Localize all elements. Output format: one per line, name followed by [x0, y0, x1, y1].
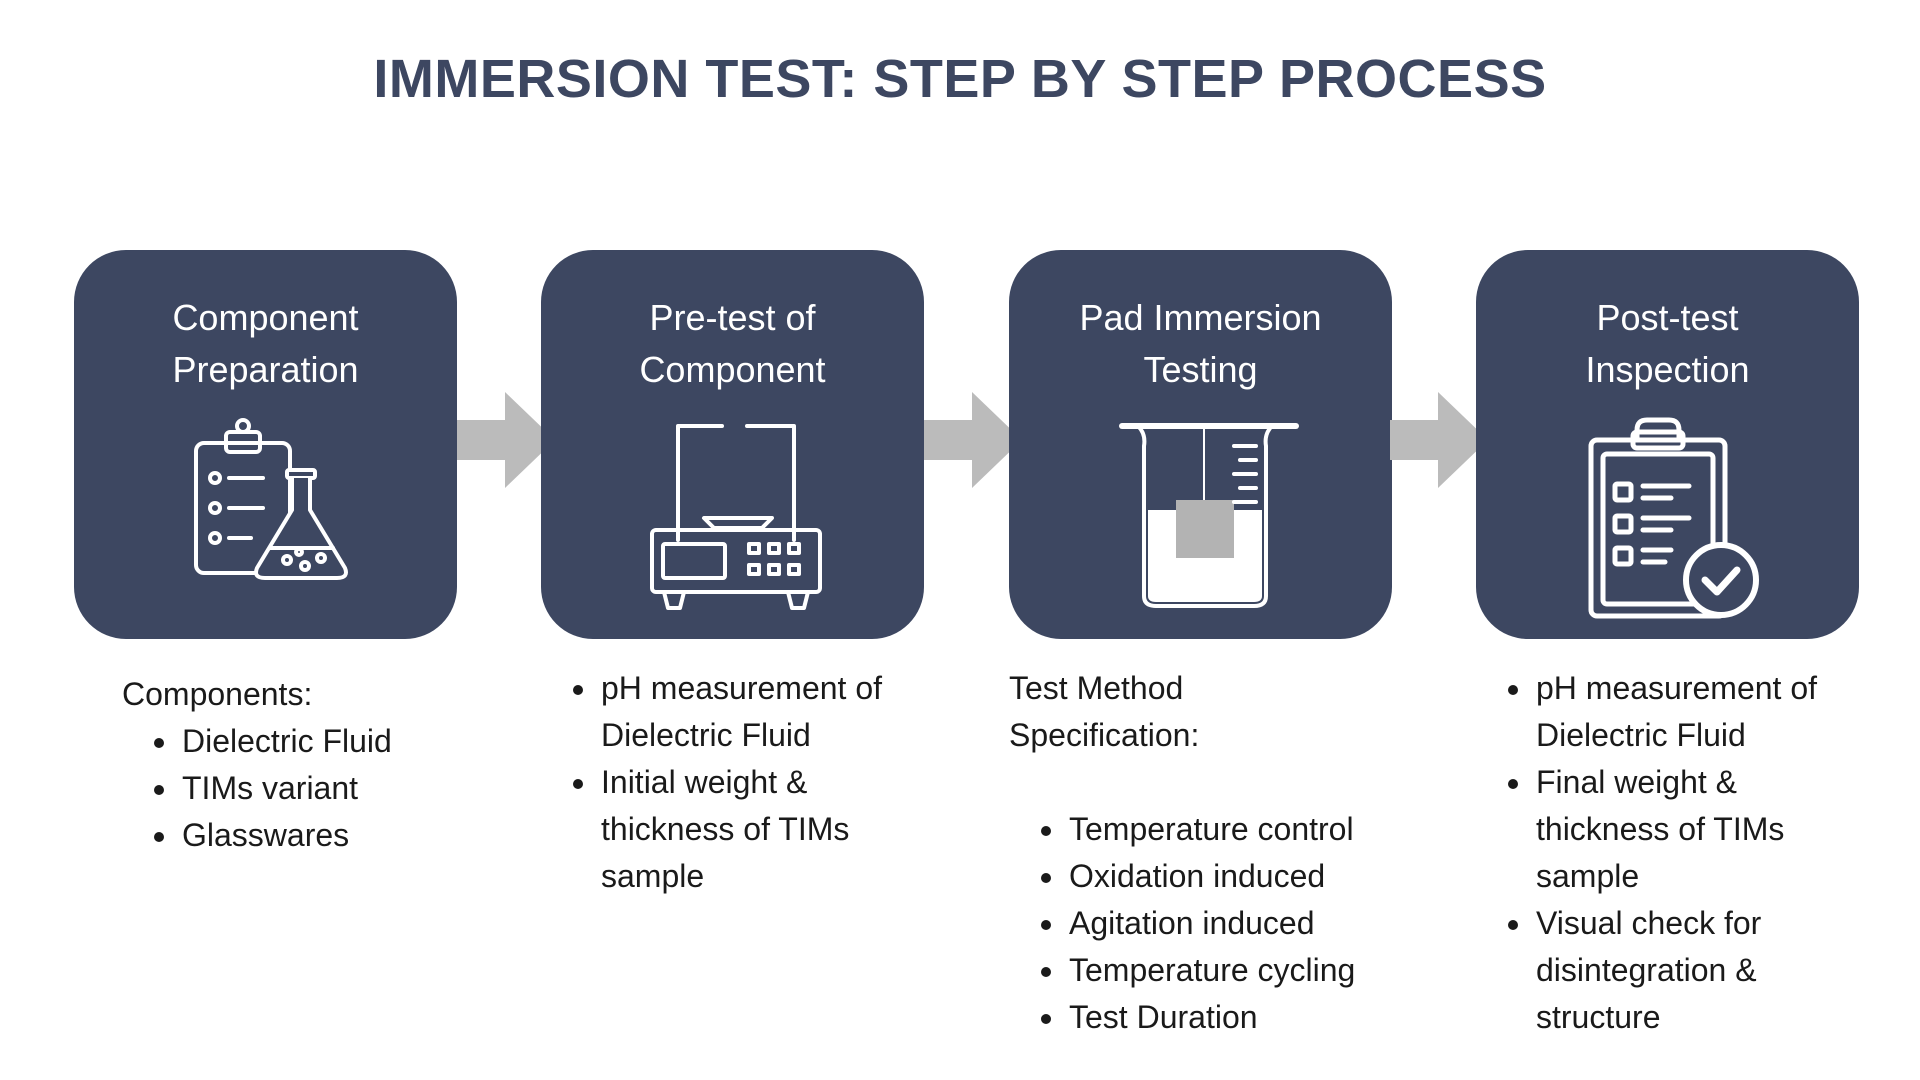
step2-details: pH measurement of Dielectric Fluid Initi…: [541, 665, 921, 900]
arrow-right-icon: [924, 392, 1022, 488]
details-heading: Components:: [122, 676, 313, 712]
page-title: IMMERSION TEST: STEP BY STEP PROCESS: [373, 49, 1547, 109]
step4-details: pH measurement of Dielectric Fluid Final…: [1476, 665, 1856, 1041]
step-card-pad-immersion: Pad Immersion Testing: [1009, 250, 1392, 639]
list-item: Final weight & thickness of TIMs sample: [1534, 759, 1856, 900]
step-title: Component Preparation: [74, 292, 457, 396]
arrow-right-icon: [457, 392, 555, 488]
step3-details: Test Method Specification: Temperature c…: [1009, 665, 1409, 1041]
step-title: Post-test Inspection: [1476, 292, 1859, 396]
clipboard-flask-icon: [194, 418, 348, 580]
list-item: Initial weight & thickness of TIMs sampl…: [599, 759, 921, 900]
step-title-line: Pad Immersion: [1079, 297, 1322, 338]
step-title-line: Component: [639, 349, 826, 390]
list-item: Visual check for disintegration & struct…: [1534, 900, 1856, 1041]
list-item: pH measurement of Dielectric Fluid: [599, 665, 921, 759]
list-item: Temperature cycling: [1067, 947, 1409, 994]
list-item: Glasswares: [180, 812, 462, 859]
step1-details: Components: Dielectric Fluid TIMs varian…: [122, 671, 462, 859]
step-card-component-preparation: Component Preparation: [74, 250, 457, 639]
step-title-line: Component: [172, 297, 359, 338]
list-item: Dielectric Fluid: [180, 718, 462, 765]
checklist-approved-icon: [1588, 417, 1759, 619]
step-card-pre-test: Pre-test of Component: [541, 250, 924, 639]
arrow-right-icon: [1390, 392, 1488, 488]
list-item: Test Duration: [1067, 994, 1409, 1041]
step-title-line: Post-test: [1596, 297, 1739, 338]
list-item: Temperature control: [1067, 806, 1409, 853]
beaker-sample-icon: [1119, 423, 1299, 608]
step-title-line: Testing: [1143, 349, 1258, 390]
weighing-scale-icon: [650, 424, 822, 610]
list-item: Oxidation induced: [1067, 853, 1409, 900]
details-heading: Specification:: [1009, 717, 1200, 753]
list-item: Agitation induced: [1067, 900, 1409, 947]
step-title: Pre-test of Component: [541, 292, 924, 396]
step-title-line: Preparation: [172, 349, 359, 390]
list-item: TIMs variant: [180, 765, 462, 812]
step-title-line: Pre-test of: [649, 297, 816, 338]
step-title: Pad Immersion Testing: [1009, 292, 1392, 396]
step-title-line: Inspection: [1585, 349, 1750, 390]
details-heading: Test Method: [1009, 670, 1184, 706]
step-card-post-test: Post-test Inspection: [1476, 250, 1859, 639]
list-item: pH measurement of Dielectric Fluid: [1534, 665, 1856, 759]
